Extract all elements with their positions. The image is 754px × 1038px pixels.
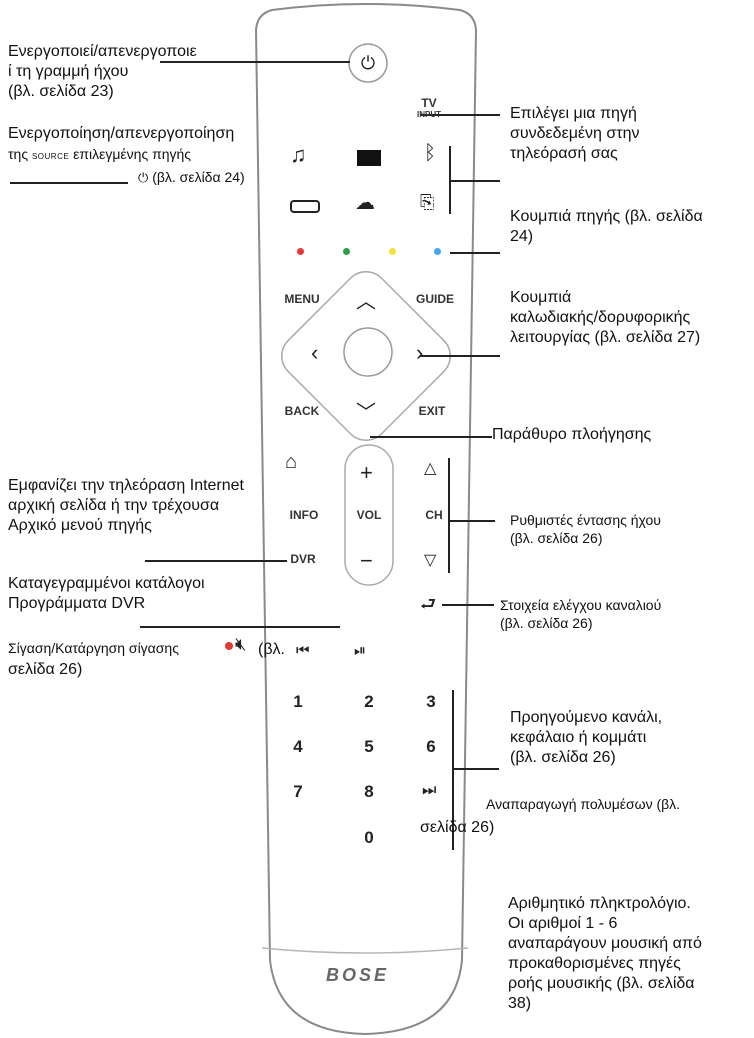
key-3[interactable]: 3 bbox=[426, 692, 436, 711]
leader-line-power bbox=[160, 61, 350, 63]
annotation-media: Αναπαραγωγή πολυμέσων (βλ. bbox=[486, 796, 681, 812]
bracket-prev bbox=[452, 690, 454, 850]
key-2[interactable]: 2 bbox=[364, 692, 374, 711]
leader-line-color bbox=[450, 252, 500, 254]
power-button[interactable]: ⏻ bbox=[360, 53, 376, 73]
tv-input-button[interactable]: TV INPUT bbox=[417, 96, 441, 119]
annotation-prev: Προηγούμενο κανάλι, κεφάλαιο ή κομμάτι (… bbox=[510, 709, 663, 766]
right-arrow-icon[interactable]: › bbox=[416, 340, 424, 365]
annotation-keypad: Αριθμητικό πληκτρολόγιο. Οι αριθμοί 1 - … bbox=[508, 895, 702, 1012]
leader-line-source bbox=[450, 180, 500, 182]
annotation-home: Εμφανίζει την τηλεόραση Internet αρχική … bbox=[8, 477, 244, 534]
home-icon[interactable]: ⌂ bbox=[285, 451, 298, 473]
key-0[interactable]: 0 bbox=[364, 828, 374, 847]
annotation-nav: Παράθυρο πλοήγησης bbox=[492, 426, 652, 443]
annotation-source-power: Ενεργοποίηση/απενεργοποίηση της SOURCE ε… bbox=[8, 125, 245, 185]
annotation-media-page: σελίδα 26) bbox=[420, 819, 495, 836]
annotation-power: Ενεργοποιεί/απενεργοποιε ί τη γραμμή ήχο… bbox=[8, 43, 197, 100]
key-8[interactable]: 8 bbox=[364, 782, 374, 801]
leader-line-mute bbox=[140, 626, 340, 628]
mute-red-dot bbox=[225, 642, 233, 650]
annotation-channel: Στοιχεία ελέγχου καναλιού (βλ. σελίδα 26… bbox=[500, 597, 662, 631]
cloud-play-icon[interactable]: ☁ bbox=[355, 192, 375, 214]
back-button[interactable]: BACK bbox=[284, 404, 320, 418]
key-4[interactable]: 4 bbox=[293, 737, 303, 756]
power-button-ring bbox=[348, 43, 388, 83]
dvr-button[interactable]: DVR bbox=[290, 552, 316, 566]
key-1[interactable]: 1 bbox=[293, 692, 303, 711]
annotation-mute-page: (βλ. bbox=[258, 641, 285, 658]
up-arrow-icon[interactable]: ︿ bbox=[356, 291, 376, 313]
annotation-dvr: Καταγεγραμμένοι κατάλογοι Προγράμματα DV… bbox=[8, 575, 205, 612]
leader-line-prev bbox=[453, 768, 499, 770]
mute-icon[interactable]: 🔇︎ bbox=[235, 634, 247, 654]
channel-up-icon[interactable]: △ bbox=[424, 460, 437, 477]
volume-pill bbox=[344, 444, 394, 586]
bose-logo: BOSE bbox=[326, 965, 390, 985]
annotation-mute-page2: σελίδα 26) bbox=[8, 661, 83, 678]
music-note-icon[interactable]: ♫ bbox=[290, 142, 307, 167]
channel-down-icon[interactable]: ▽ bbox=[424, 552, 437, 569]
leader-line-dvr bbox=[145, 560, 287, 562]
skip-forward-icon[interactable]: ⏭ bbox=[422, 782, 437, 799]
annotation-cable: Κουμπιά καλωδιακής/δορυφορικής λειτουργί… bbox=[510, 289, 701, 346]
vol-label: VOL bbox=[356, 508, 382, 522]
leader-line-volume bbox=[449, 520, 495, 522]
bracket-volume bbox=[448, 458, 450, 573]
previous-channel-icon[interactable]: ⮐ bbox=[420, 594, 437, 614]
nav-ok-circle bbox=[343, 327, 393, 377]
guide-button[interactable]: GUIDE bbox=[415, 292, 454, 306]
menu-button[interactable]: MENU bbox=[284, 292, 320, 306]
yellow-button[interactable] bbox=[389, 248, 396, 255]
key-5[interactable]: 5 bbox=[364, 737, 374, 756]
leader-line-nav bbox=[370, 436, 492, 438]
tv-icon[interactable] bbox=[357, 150, 381, 166]
power-icon-small: ⏻ bbox=[138, 170, 149, 185]
ch-label: CH bbox=[425, 508, 443, 522]
settop-box-icon[interactable]: ⎘ bbox=[420, 192, 435, 212]
rewind-icon[interactable]: ⏮ bbox=[296, 642, 310, 659]
leader-line-cable bbox=[420, 355, 500, 357]
leader-line-channel bbox=[442, 604, 494, 606]
annotation-volume: Ρυθμιστές έντασης ήχου (βλ. σελίδα 26) bbox=[510, 512, 661, 546]
annotation-tv-input: Επιλέγει μια πηγή συνδεδεμένη στην τηλεό… bbox=[510, 105, 640, 162]
annotation-source-buttons: Κουμπιά πηγής (βλ. σελίδα 24) bbox=[510, 208, 703, 245]
left-arrow-icon[interactable]: ‹ bbox=[311, 340, 319, 365]
info-button[interactable]: INFO bbox=[289, 508, 319, 522]
soundbar-icon[interactable] bbox=[290, 200, 320, 213]
leader-line-tv-input bbox=[420, 114, 500, 116]
down-arrow-icon[interactable]: ﹀ bbox=[356, 402, 376, 424]
volume-up-icon[interactable]: + bbox=[360, 460, 373, 485]
leader-line-source-power bbox=[10, 182, 128, 184]
exit-button[interactable]: EXIT bbox=[418, 404, 446, 418]
blue-button[interactable] bbox=[434, 248, 441, 255]
volume-down-icon[interactable]: − bbox=[360, 548, 373, 573]
play-pause-icon[interactable]: ⏯ bbox=[354, 642, 367, 659]
green-button[interactable] bbox=[343, 248, 350, 255]
bluetooth-icon[interactable]: ᛒ bbox=[424, 142, 436, 164]
red-button[interactable] bbox=[297, 248, 304, 255]
annotation-mute: Σίγαση/Κατάργηση σίγασης bbox=[8, 640, 179, 656]
key-6[interactable]: 6 bbox=[426, 737, 436, 756]
key-7[interactable]: 7 bbox=[293, 782, 303, 801]
